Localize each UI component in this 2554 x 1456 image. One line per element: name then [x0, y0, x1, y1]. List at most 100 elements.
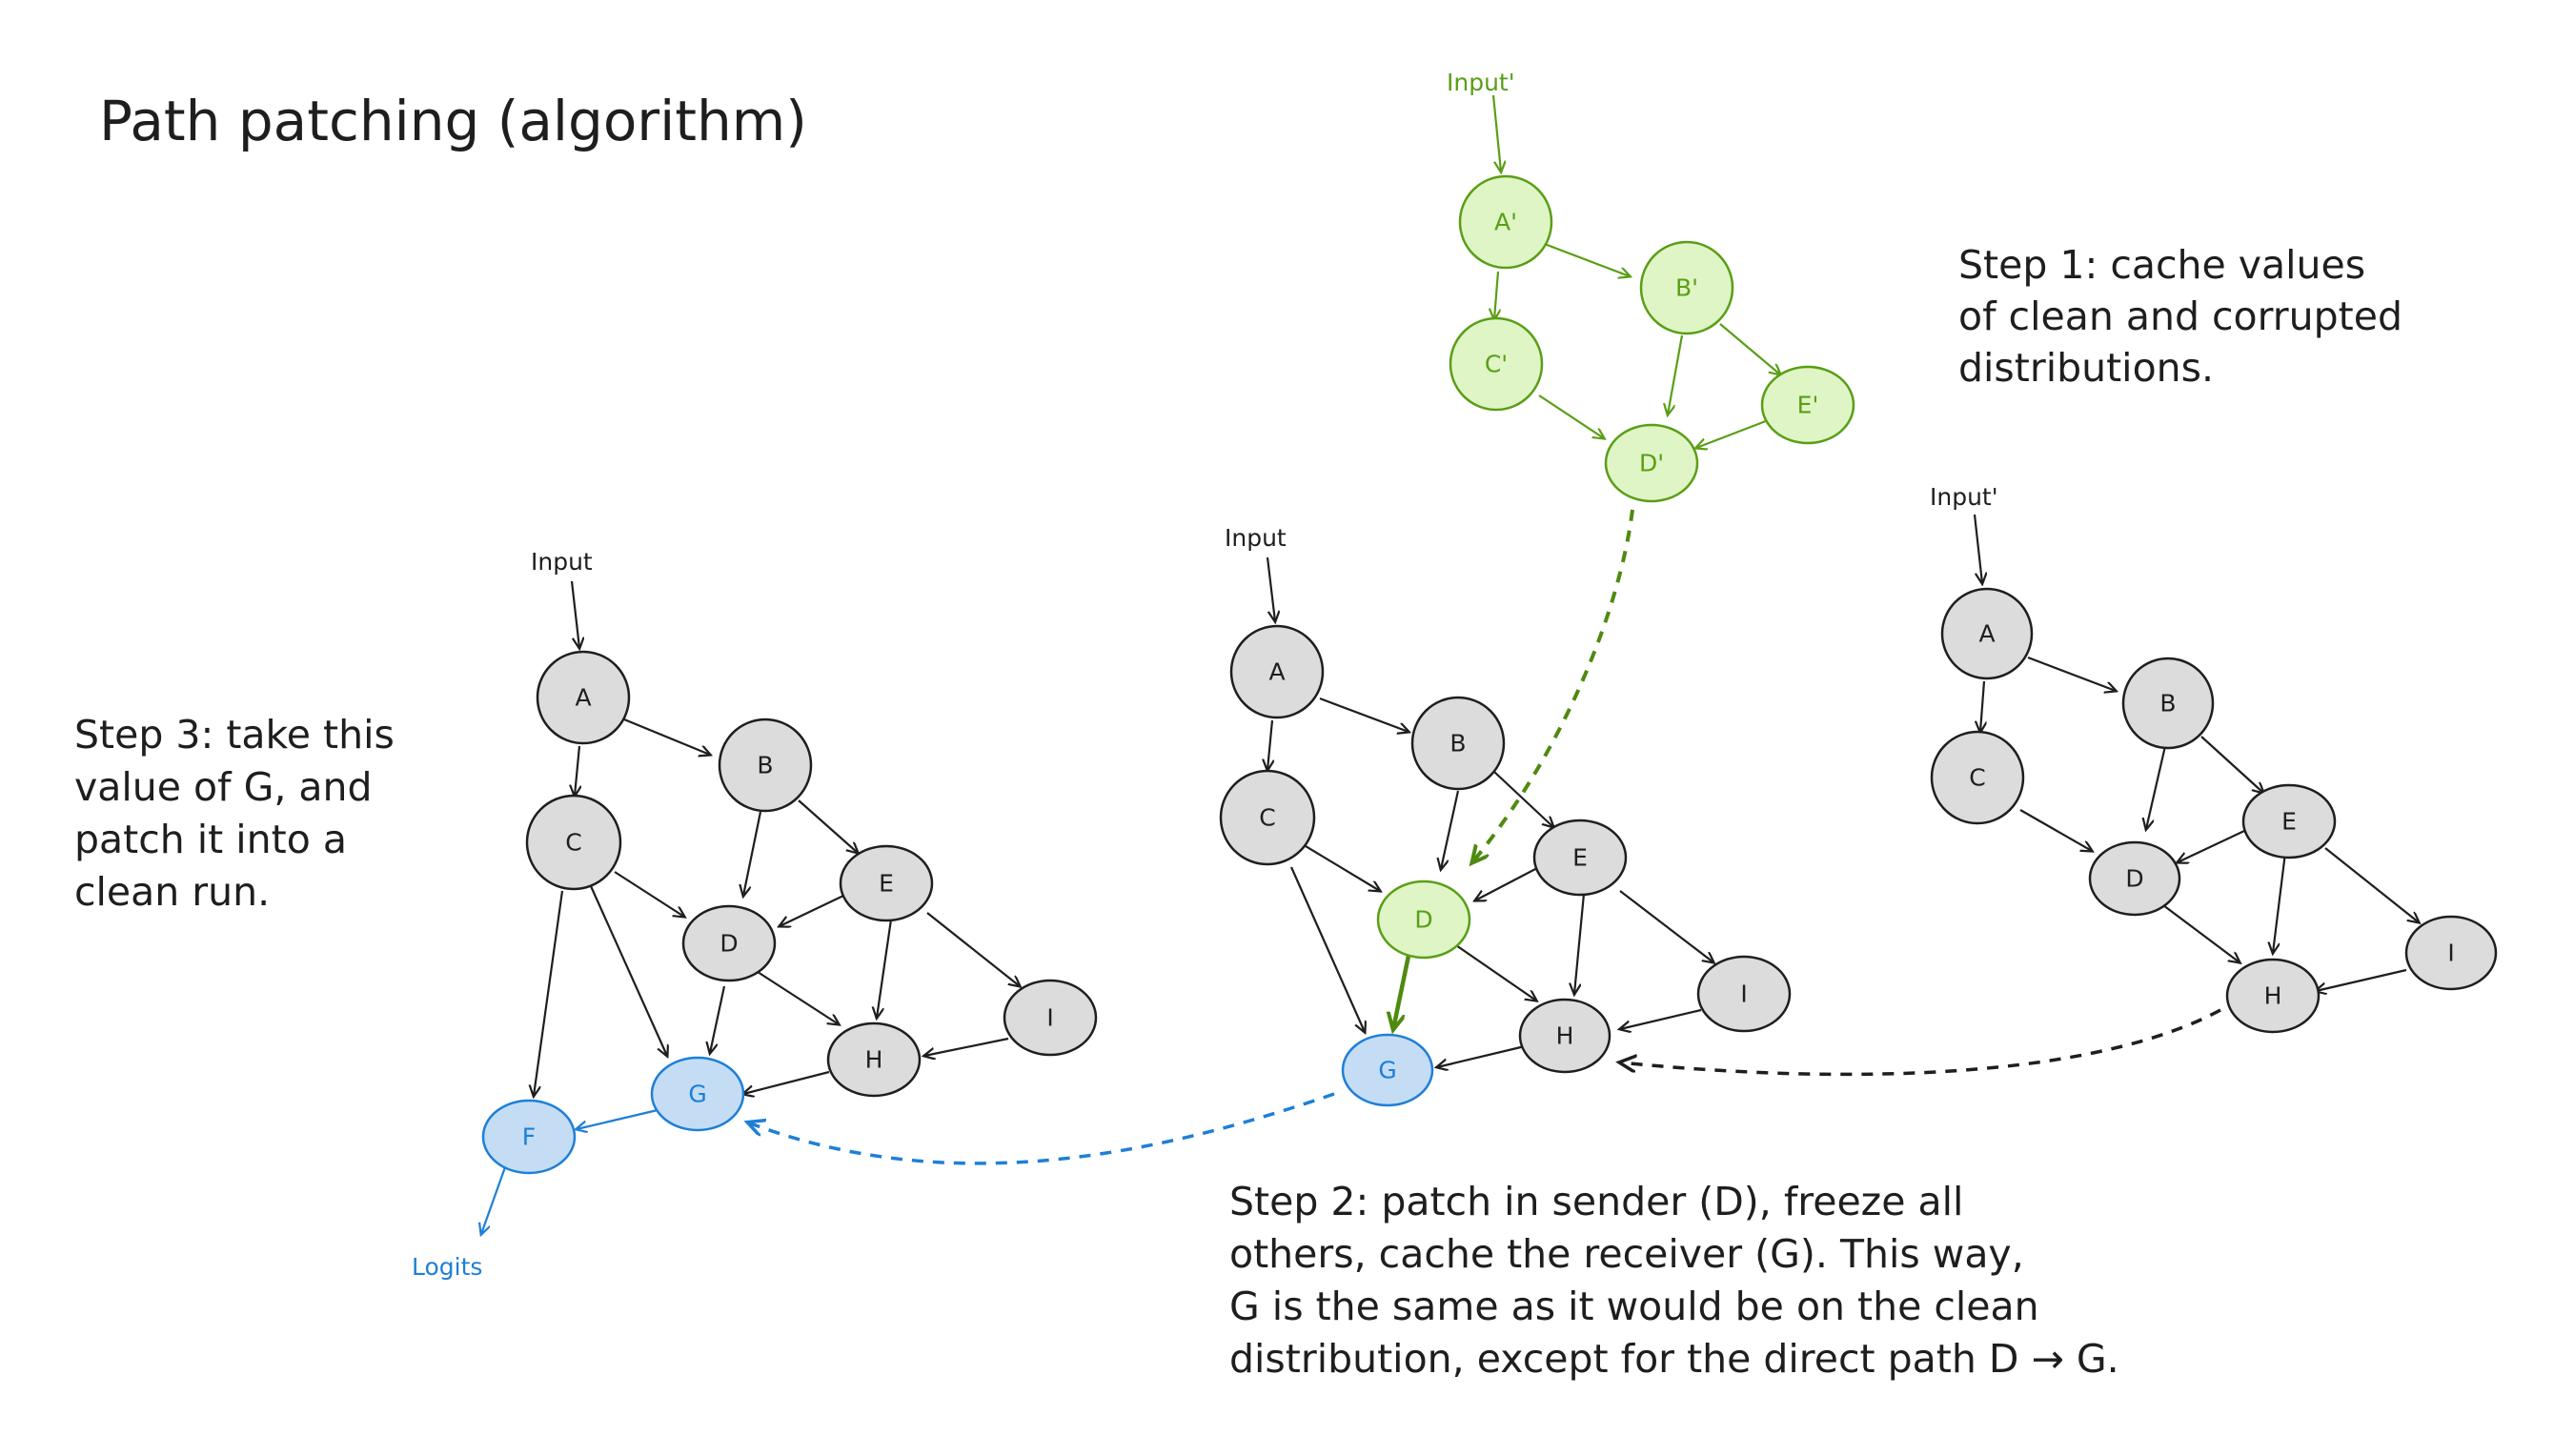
- edge-c-g: [1289, 866, 1365, 1032]
- edge-d-h: [2162, 904, 2240, 962]
- node-b-left-label: B: [757, 752, 773, 779]
- node-d-right: D: [2088, 840, 2181, 917]
- node-e-left: E: [839, 844, 934, 922]
- node-f-left-label: F: [522, 1123, 536, 1151]
- node-f-left: F: [481, 1099, 577, 1175]
- edge-e-d: [1696, 417, 1772, 448]
- edge-a-b: [1319, 697, 1409, 732]
- edge-b-e: [1719, 323, 1780, 374]
- step3-line-1: Step 3: take this: [74, 712, 395, 758]
- edge-e-h: [2273, 852, 2287, 953]
- node-i-right-label: I: [2447, 940, 2454, 967]
- dashed-arrow-dprime-to-d: [1472, 509, 1634, 862]
- edge-a-b: [623, 718, 710, 755]
- clean-graph-left: Input Logits A B C D E F G: [412, 548, 1098, 1281]
- edge-input-a: [1266, 556, 1275, 621]
- node-c-right: C: [1930, 730, 2025, 825]
- node-h-right-label: H: [2264, 982, 2282, 1010]
- node-d-middle: D: [1376, 880, 1471, 960]
- edge-c-g: [589, 885, 667, 1056]
- node-c-prime-label: C': [1485, 351, 1508, 378]
- edge-e-i: [2324, 847, 2419, 922]
- node-b-right-label: B: [2159, 690, 2176, 718]
- node-a-prime: A': [1458, 174, 1553, 270]
- edge-a-c: [1267, 719, 1272, 770]
- node-c-left: C: [525, 794, 622, 891]
- node-a-middle-label: A: [1268, 658, 1285, 686]
- edge-i-h: [2316, 968, 2407, 991]
- edge-d-h: [757, 971, 839, 1024]
- edge-input-a: [1491, 94, 1501, 172]
- edge-a-c: [1494, 271, 1498, 319]
- edge-c-d: [1305, 845, 1380, 891]
- step3-line-2: value of G, and: [74, 764, 373, 810]
- edge-input-a: [1973, 514, 1982, 583]
- node-e-middle: E: [1532, 819, 1628, 897]
- node-c-middle: C: [1219, 769, 1316, 866]
- node-a-prime-label: A': [1494, 209, 1517, 236]
- input-label-middle: Input: [1225, 524, 1287, 552]
- edge-d-g-direct: [1393, 955, 1411, 1029]
- node-g-middle: G: [1341, 1033, 1434, 1107]
- step2-line-1: Step 2: patch in sender (D), freeze all: [1229, 1179, 1963, 1224]
- input-label-left: Input: [531, 548, 593, 576]
- step2-note: Step 2: patch in sender (D), freeze all …: [1229, 1179, 2119, 1382]
- dashed-arrow-h-corrupted-to-h: [1620, 1008, 2221, 1077]
- step2-line-3: G is the same as it would be on the clea…: [1229, 1284, 2039, 1329]
- diagram-title: Path patching (algorithm): [99, 89, 807, 153]
- node-d-left: D: [681, 904, 777, 982]
- input-label-right: Input': [1930, 483, 1998, 511]
- node-b-middle-label: B: [1449, 730, 1466, 758]
- node-i-middle: I: [1696, 955, 1792, 1033]
- node-e-right: E: [2241, 783, 2337, 859]
- node-b-prime-label: B': [1675, 274, 1698, 302]
- edge-a-c: [575, 745, 579, 796]
- edges-left: [534, 580, 1020, 1096]
- edge-a-b: [1541, 241, 1630, 276]
- node-c-prime: C': [1449, 316, 1544, 412]
- edge-e-d: [1475, 866, 1540, 900]
- node-h-middle: H: [1518, 998, 1611, 1074]
- node-b-middle: B: [1410, 696, 1506, 791]
- node-i-left: I: [1003, 979, 1098, 1057]
- edge-g-f: [577, 1108, 659, 1129]
- step3-note: Step 3: take this value of G, and patch …: [74, 712, 395, 915]
- corrupted-graph-top: Input' A' B' C' D' E': [1447, 69, 1855, 503]
- node-e-left-label: E: [879, 870, 894, 898]
- edge-input-a: [570, 580, 579, 648]
- edge-e-i: [926, 912, 1020, 986]
- edge-h-g: [743, 1070, 830, 1094]
- node-b-right: B: [2121, 657, 2215, 750]
- edge-c-d: [614, 871, 684, 917]
- node-a-right: A: [1940, 587, 2034, 680]
- node-h-right: H: [2225, 958, 2321, 1034]
- edge-b-e: [2200, 736, 2263, 793]
- edge-b-d: [2146, 745, 2167, 829]
- step1-line-3: distributions.: [1958, 345, 2214, 391]
- node-b-left: B: [718, 718, 813, 813]
- step1-line-1: Step 1: cache values: [1958, 242, 2365, 288]
- edge-h-g: [1437, 1044, 1526, 1067]
- step1-line-2: of clean and corrupted: [1958, 293, 2402, 339]
- edges-middle: [1266, 556, 1713, 1067]
- step1-note: Step 1: cache values of clean and corrup…: [1958, 242, 2402, 391]
- edge-a-c: [1980, 680, 1984, 732]
- node-e-prime-label: E': [1797, 392, 1819, 419]
- edge-c-d: [1538, 394, 1604, 438]
- edge-e-d: [2178, 830, 2245, 862]
- step3-line-4: clean run.: [74, 869, 270, 915]
- edge-i-h: [1620, 1008, 1702, 1029]
- edges-right: [1973, 514, 2419, 991]
- node-d-prime-label: D': [1639, 450, 1664, 477]
- node-b-prime: B': [1639, 240, 1734, 335]
- node-d-left-label: D: [720, 930, 738, 958]
- node-d-prime: D': [1604, 423, 1699, 503]
- edge-b-e: [1493, 771, 1553, 827]
- node-e-middle-label: E: [1572, 844, 1588, 872]
- edge-f-logits: [481, 1166, 507, 1234]
- node-a-left-label: A: [575, 684, 591, 712]
- step2-line-4: distribution, except for the direct path…: [1229, 1336, 2119, 1382]
- node-a-left: A: [536, 650, 631, 745]
- input-label-top: Input': [1447, 69, 1515, 96]
